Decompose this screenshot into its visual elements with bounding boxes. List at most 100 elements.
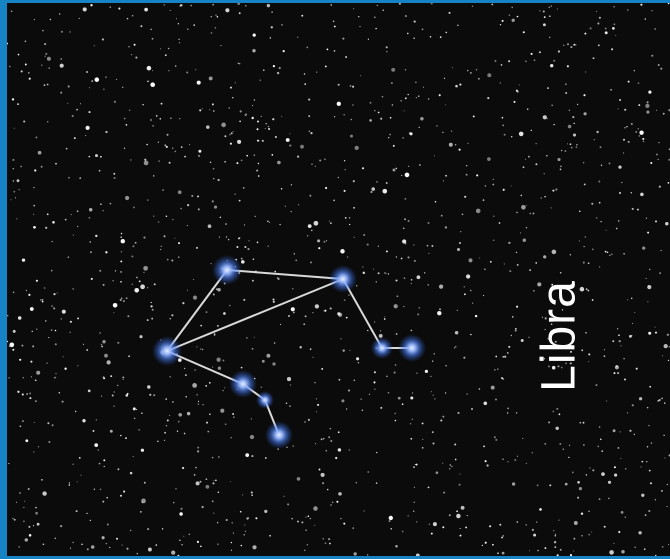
background-star	[311, 164, 312, 165]
background-star	[293, 311, 295, 313]
background-star	[511, 7, 513, 9]
background-star	[423, 87, 424, 88]
background-star	[11, 10, 13, 12]
background-star	[299, 346, 301, 348]
background-star	[430, 376, 431, 377]
background-star	[363, 272, 365, 274]
background-star	[213, 168, 215, 170]
background-star	[164, 144, 166, 146]
background-star	[196, 247, 198, 249]
background-star	[443, 180, 444, 181]
background-star	[410, 438, 412, 440]
background-star	[264, 510, 267, 513]
background-star	[139, 335, 142, 338]
background-star	[178, 190, 182, 194]
background-star	[88, 111, 90, 113]
background-star	[187, 412, 190, 415]
background-star	[349, 224, 350, 225]
background-star	[55, 163, 57, 165]
background-star	[120, 435, 122, 437]
background-star	[99, 332, 101, 334]
background-star	[332, 502, 333, 503]
background-star	[369, 394, 370, 395]
background-star	[515, 328, 516, 329]
background-star	[178, 242, 180, 244]
background-star	[211, 32, 213, 34]
background-star	[491, 386, 495, 390]
background-star	[310, 348, 312, 350]
background-star	[143, 237, 145, 239]
background-star	[613, 429, 616, 432]
background-star	[623, 139, 625, 141]
background-star	[579, 211, 581, 213]
background-star	[171, 314, 173, 316]
background-star	[457, 412, 459, 414]
background-star	[200, 349, 201, 350]
background-star	[599, 498, 601, 500]
background-star	[13, 180, 14, 181]
background-star	[212, 200, 214, 202]
background-star	[102, 38, 104, 40]
background-star	[315, 304, 319, 308]
background-star	[116, 79, 117, 80]
background-star	[444, 78, 445, 79]
background-star	[516, 212, 518, 214]
background-star	[152, 309, 154, 311]
background-star	[583, 94, 585, 96]
background-star	[515, 329, 517, 331]
background-star	[324, 310, 326, 312]
background-star	[466, 274, 470, 278]
background-star	[664, 457, 665, 458]
background-star	[60, 525, 62, 527]
background-star	[125, 437, 127, 439]
background-star	[189, 144, 190, 145]
background-star	[584, 246, 585, 247]
background-star	[114, 406, 115, 407]
background-star	[88, 390, 91, 393]
background-star	[133, 206, 135, 208]
background-star	[415, 464, 416, 465]
background-star	[267, 4, 270, 7]
background-star	[16, 218, 17, 219]
background-star	[588, 534, 590, 536]
background-star	[389, 134, 391, 136]
background-star	[95, 154, 98, 157]
background-star	[118, 8, 120, 10]
background-star	[648, 425, 649, 426]
background-star	[478, 78, 480, 80]
background-star	[662, 546, 664, 548]
background-star	[162, 528, 163, 529]
background-star	[209, 382, 211, 384]
background-star	[647, 301, 648, 302]
background-star	[64, 368, 66, 370]
background-star	[606, 401, 607, 402]
background-star	[410, 396, 413, 399]
background-star	[80, 475, 81, 476]
background-star	[59, 392, 61, 394]
background-star	[8, 463, 9, 464]
background-star	[656, 154, 658, 156]
background-star	[493, 240, 495, 242]
background-star	[187, 29, 188, 30]
background-star	[30, 307, 34, 311]
background-star	[12, 518, 13, 519]
background-star	[380, 407, 382, 409]
background-star	[89, 208, 92, 211]
background-star	[658, 142, 659, 143]
background-star	[654, 28, 656, 30]
background-star	[466, 174, 468, 176]
background-star	[36, 371, 40, 375]
background-star	[520, 232, 521, 233]
background-star	[396, 333, 398, 335]
background-star	[560, 166, 562, 168]
background-star	[70, 321, 72, 323]
background-star	[347, 256, 348, 257]
background-star	[217, 522, 218, 523]
background-star	[178, 413, 182, 417]
background-star	[557, 158, 560, 161]
background-star	[661, 398, 663, 400]
background-star	[487, 464, 489, 466]
background-star	[616, 228, 618, 230]
background-star	[646, 111, 649, 114]
background-star	[570, 46, 572, 48]
